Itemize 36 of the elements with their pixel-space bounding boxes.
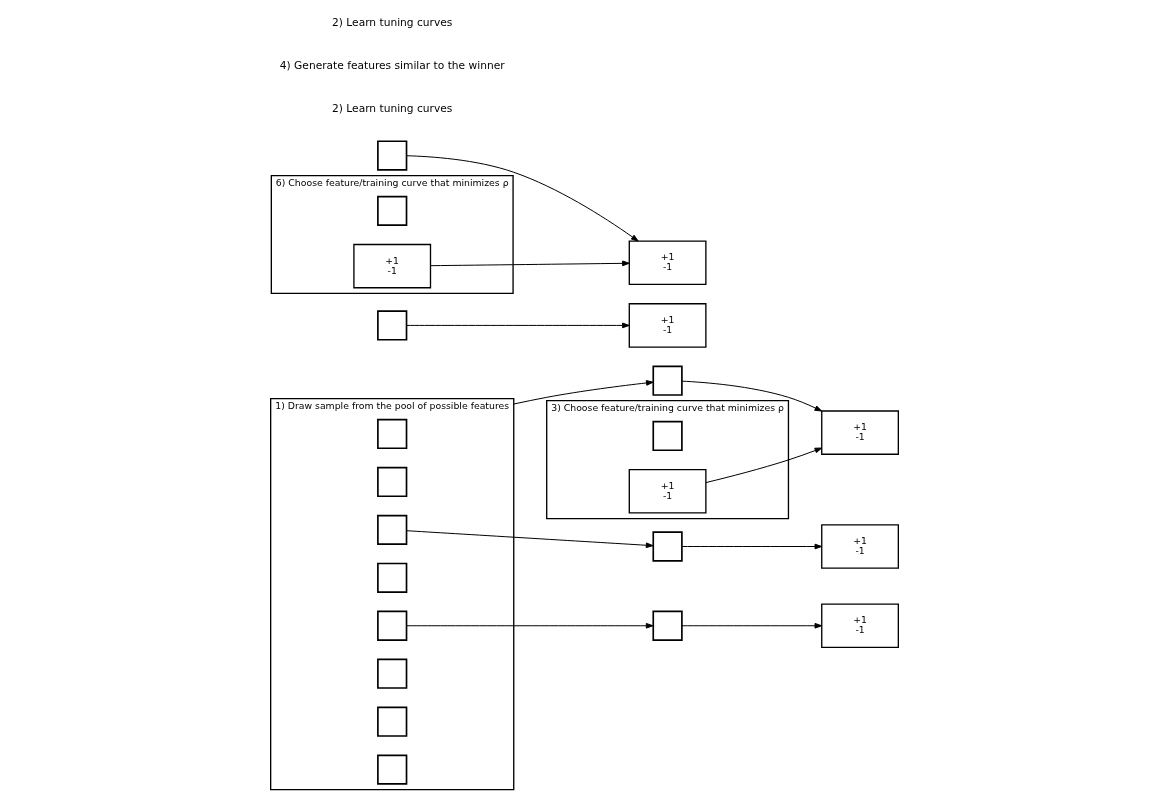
arrow (681, 622, 822, 629)
node-box: +1 -1 (628, 468, 707, 514)
node-box: +1 -1 (820, 603, 899, 649)
node-box (376, 466, 407, 498)
arrow (405, 622, 653, 629)
arrow (704, 447, 822, 484)
node-box (376, 310, 407, 341)
arrow (405, 530, 653, 549)
node-box (651, 610, 683, 641)
node-box: +1 -1 (820, 524, 899, 569)
node-box (376, 418, 407, 450)
node-box (376, 562, 407, 593)
label: 2) Learn tuning curves (331, 15, 452, 29)
node-box (651, 531, 683, 562)
arrow (681, 380, 822, 412)
arrow (512, 380, 654, 405)
node-box (651, 420, 683, 452)
arrow (681, 543, 822, 550)
node-box (376, 658, 407, 689)
node-box: +1 -1 (352, 243, 431, 289)
arrow (405, 322, 630, 329)
node-box (376, 140, 407, 171)
node-box (376, 754, 407, 785)
label: 4) Generate features similar to the winner (279, 58, 505, 72)
node-box (376, 514, 407, 545)
node-box: +1 -1 (820, 410, 899, 455)
node-box (651, 365, 683, 396)
cluster: 1) Draw sample from the pool of possible features (269, 398, 514, 791)
node-box (376, 195, 407, 226)
node-box (376, 610, 407, 641)
node-box: +1 -1 (628, 303, 707, 348)
node-box (376, 706, 407, 737)
arrow (405, 155, 639, 242)
arrow (429, 260, 630, 267)
node-box: +1 -1 (628, 240, 707, 286)
label: 2) Learn tuning curves (331, 102, 452, 116)
